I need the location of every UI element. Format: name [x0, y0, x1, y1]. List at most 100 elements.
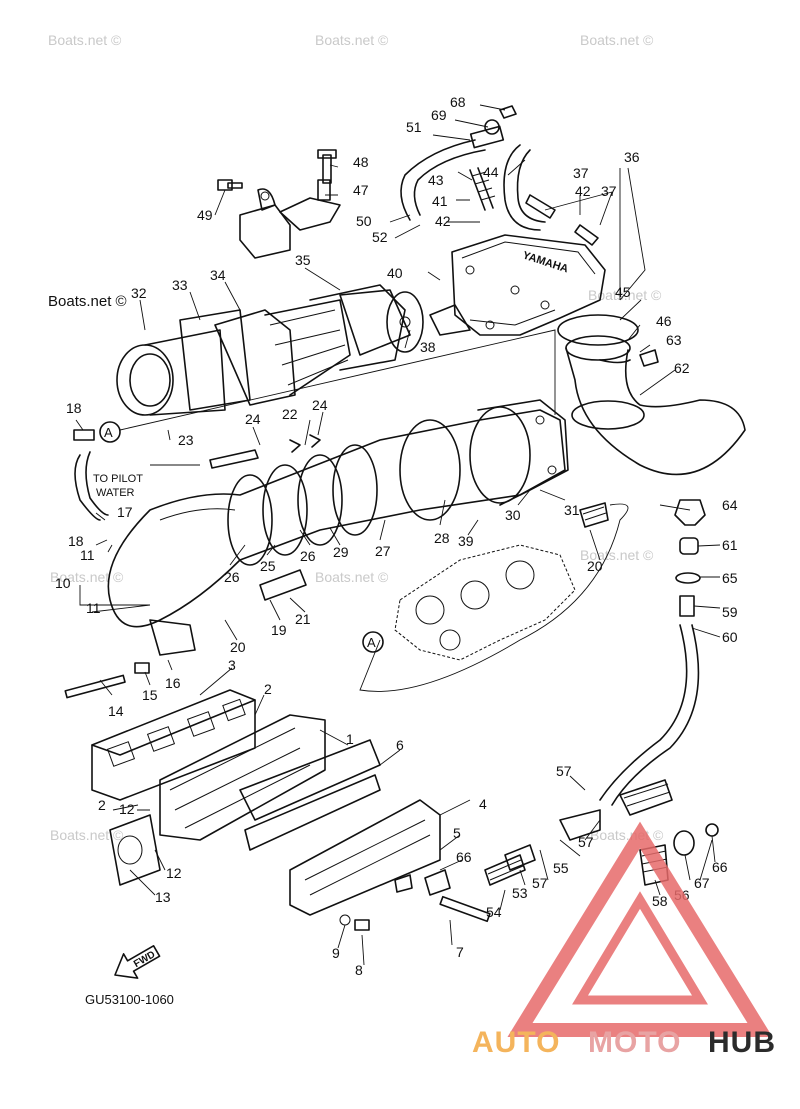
pilot-note-line2: WATER	[96, 487, 135, 499]
exhaust-cover: YAMAHA	[429, 234, 606, 336]
ref-marker-a: A	[104, 425, 113, 440]
callout-label: 52	[372, 229, 388, 245]
callout-label: 33	[172, 277, 188, 293]
callout-label: 22	[282, 406, 298, 422]
callout-label: 65	[722, 570, 738, 586]
callout-label: 17	[117, 504, 133, 520]
callout-label: 48	[353, 154, 369, 170]
callout-label: 11	[86, 600, 101, 616]
callout-label: 31	[564, 502, 580, 518]
callout-label: 39	[458, 533, 474, 549]
boats-label: Boats.net ©	[48, 293, 127, 310]
outlet-hose	[557, 314, 746, 476]
callout-label: 58	[652, 893, 668, 909]
callout-label: 10	[55, 575, 71, 591]
callout-label: 62	[674, 360, 690, 376]
callout-label: 38	[420, 339, 436, 355]
callout-label: 5	[453, 825, 461, 841]
callout-label: 57	[556, 763, 572, 779]
callout-label: 20	[230, 639, 246, 655]
callout-label: 11	[80, 547, 95, 563]
callout-label: 61	[722, 537, 738, 553]
yamaha-stamp: YAMAHA	[521, 249, 570, 275]
engine-head	[394, 544, 576, 661]
callout-label: 44	[483, 164, 499, 180]
watermark: Boats.net ©	[315, 569, 389, 585]
callout-label: 3	[228, 657, 236, 673]
top-hoses	[400, 105, 599, 246]
water-lines	[394, 499, 719, 896]
callout-label: 14	[108, 703, 124, 719]
callout-label: 45	[615, 284, 631, 300]
fwd-label: FWD	[132, 949, 157, 970]
callout-label: 42	[575, 183, 591, 199]
ref-lines	[119, 329, 629, 692]
callout-label: 13	[155, 889, 171, 905]
watermark: Boats.net ©	[50, 569, 124, 585]
callout-label: 57	[532, 875, 548, 891]
callout-label: 34	[210, 267, 226, 283]
callouts: 1 2 2 3 4 5 6 7 8 9 10 11 11 12 12 13 14…	[55, 94, 738, 978]
callout-label: 32	[131, 285, 147, 301]
callout-label: 26	[224, 569, 240, 585]
watermark: Boats.net ©	[580, 32, 654, 48]
callout-label: 63	[666, 332, 682, 348]
callout-label: 50	[356, 213, 372, 229]
callout-label: 25	[260, 558, 276, 574]
logo-part-hub: HUB	[708, 1026, 776, 1059]
callout-label: 7	[456, 944, 464, 960]
watermark: Boats.net ©	[315, 32, 389, 48]
callout-label: 64	[722, 497, 738, 513]
pilot-water-note: TO PILOT WATER	[93, 473, 143, 499]
callout-label: 55	[553, 860, 569, 876]
callout-label: 40	[387, 265, 403, 281]
callout-label: 12	[119, 801, 135, 817]
callout-label: 53	[512, 885, 528, 901]
callout-label: 15	[142, 687, 158, 703]
logo-part-auto: AUTO	[472, 1026, 560, 1059]
callout-label: 8	[355, 962, 363, 978]
watermark: Boats.net ©	[48, 32, 122, 48]
callout-label: 41	[432, 193, 448, 209]
watermark: Boats.net ©	[50, 827, 124, 843]
diagram-code: GU53100-1060	[85, 992, 174, 1007]
ref-marker-a: A	[367, 635, 376, 650]
callout-label: 47	[353, 182, 369, 198]
callout-label: 2	[98, 797, 106, 813]
callout-label: 57	[578, 834, 594, 850]
callout-label: 28	[434, 530, 450, 546]
callout-label: 26	[300, 548, 316, 564]
callout-label: 43	[428, 172, 444, 188]
callout-label: 37	[573, 165, 589, 181]
automotohub-logo: AUTO MOTO HUB	[472, 821, 776, 1059]
mount-bracket	[217, 149, 341, 259]
callout-label: 60	[722, 629, 738, 645]
callout-label: 51	[406, 119, 422, 135]
exhaust-pipe	[73, 399, 609, 628]
callout-label: 21	[295, 611, 311, 627]
callout-label: 42	[435, 213, 451, 229]
callout-label: 69	[431, 107, 447, 123]
callout-label: 27	[375, 543, 391, 559]
callout-label: 18	[66, 400, 82, 416]
callout-label: 2	[264, 681, 272, 697]
callout-label: 19	[271, 622, 287, 638]
fwd-arrow: FWD	[114, 945, 161, 979]
logo-part-moto: MOTO	[588, 1026, 681, 1059]
callout-label: 66	[712, 859, 728, 875]
callout-label: 12	[166, 865, 182, 881]
callout-label: 23	[178, 432, 194, 448]
callout-label: 35	[295, 252, 311, 268]
watermark: Boats.net ©	[580, 547, 654, 563]
callout-label: 6	[396, 737, 404, 753]
callout-label: 4	[479, 796, 487, 812]
callout-label: 36	[624, 149, 640, 165]
callout-label: 29	[333, 544, 349, 560]
callout-label: 20	[587, 558, 603, 574]
callout-label: 68	[450, 94, 466, 110]
callout-label: 59	[722, 604, 738, 620]
ref-markers: A A	[99, 421, 384, 653]
callout-label: 24	[245, 411, 261, 427]
callout-label: 46	[656, 313, 672, 329]
